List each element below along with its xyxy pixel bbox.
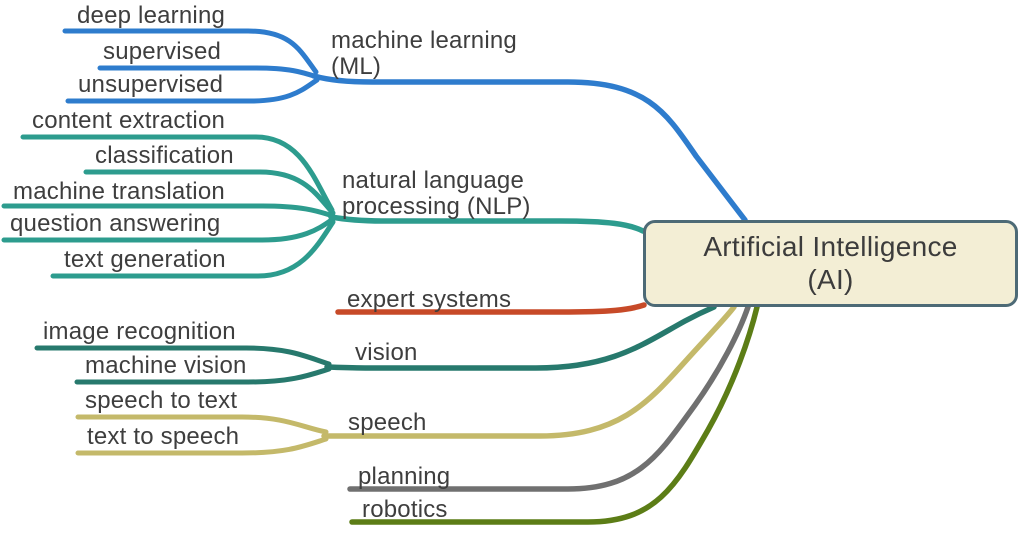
branch-node-machine-learning[interactable]: machine learning (ML) [331,28,517,80]
branch-label-line: (ML) [331,52,382,80]
child-line-question-answering [1,216,336,243]
root-label-line: (AI) [807,263,854,295]
root-node-artificial-intelligence[interactable]: Artificial Intelligence (AI) [643,220,1018,307]
child-node-deep-learning[interactable]: deep learning [77,2,226,29]
child-node-speech-to-text[interactable]: speech to text [85,387,238,414]
branch-line-machine-learning [311,73,748,223]
child-node-text-to-speech[interactable]: text to speech [87,423,240,450]
branch-line-natural-language-processing [328,214,646,234]
child-line-speech-to-text [75,414,329,435]
child-node-unsupervised[interactable]: unsupervised [78,71,224,98]
branch-line-expert-systems [335,302,647,315]
branch-line-speech [321,304,737,439]
child-node-image-recognition[interactable]: image recognition [43,318,236,345]
child-line-machine-vision [74,366,332,385]
branch-node-vision[interactable]: vision [355,339,418,366]
branch-label-line: natural language [342,167,525,194]
child-node-content-extraction[interactable]: content extraction [32,107,226,134]
branch-line-robotics [349,304,760,525]
branch-node-natural-language-processing[interactable]: natural language processing (NLP) [342,168,531,220]
child-line-classification [83,169,336,216]
child-node-classification[interactable]: classification [95,142,234,169]
branch-label-line: processing (NLP) [342,192,531,220]
branch-node-speech[interactable]: speech [348,409,427,436]
child-line-deep-learning [62,28,319,75]
branch-line-planning [347,304,751,492]
child-node-text-generation[interactable]: text generation [64,246,226,273]
child-node-supervised[interactable]: supervised [103,38,222,65]
root-label-line: Artificial Intelligence [703,231,958,263]
child-line-content-extraction [20,134,335,213]
child-node-question-answering[interactable]: question answering [10,210,221,237]
branch-label-line: machine learning [331,27,517,54]
child-line-text-to-speech [75,436,329,456]
child-line-text-generation [50,219,336,279]
branch-node-robotics[interactable]: robotics [362,496,448,523]
child-line-machine-translation [1,203,336,219]
child-line-unsupervised [65,77,320,104]
child-node-machine-vision[interactable]: machine vision [85,352,247,379]
branch-node-planning[interactable]: planning [358,463,451,490]
child-line-image-recognition [34,345,332,367]
child-node-machine-translation[interactable]: machine translation [13,178,225,205]
branch-node-expert-systems[interactable]: expert systems [347,286,512,313]
branch-line-vision [324,304,717,371]
